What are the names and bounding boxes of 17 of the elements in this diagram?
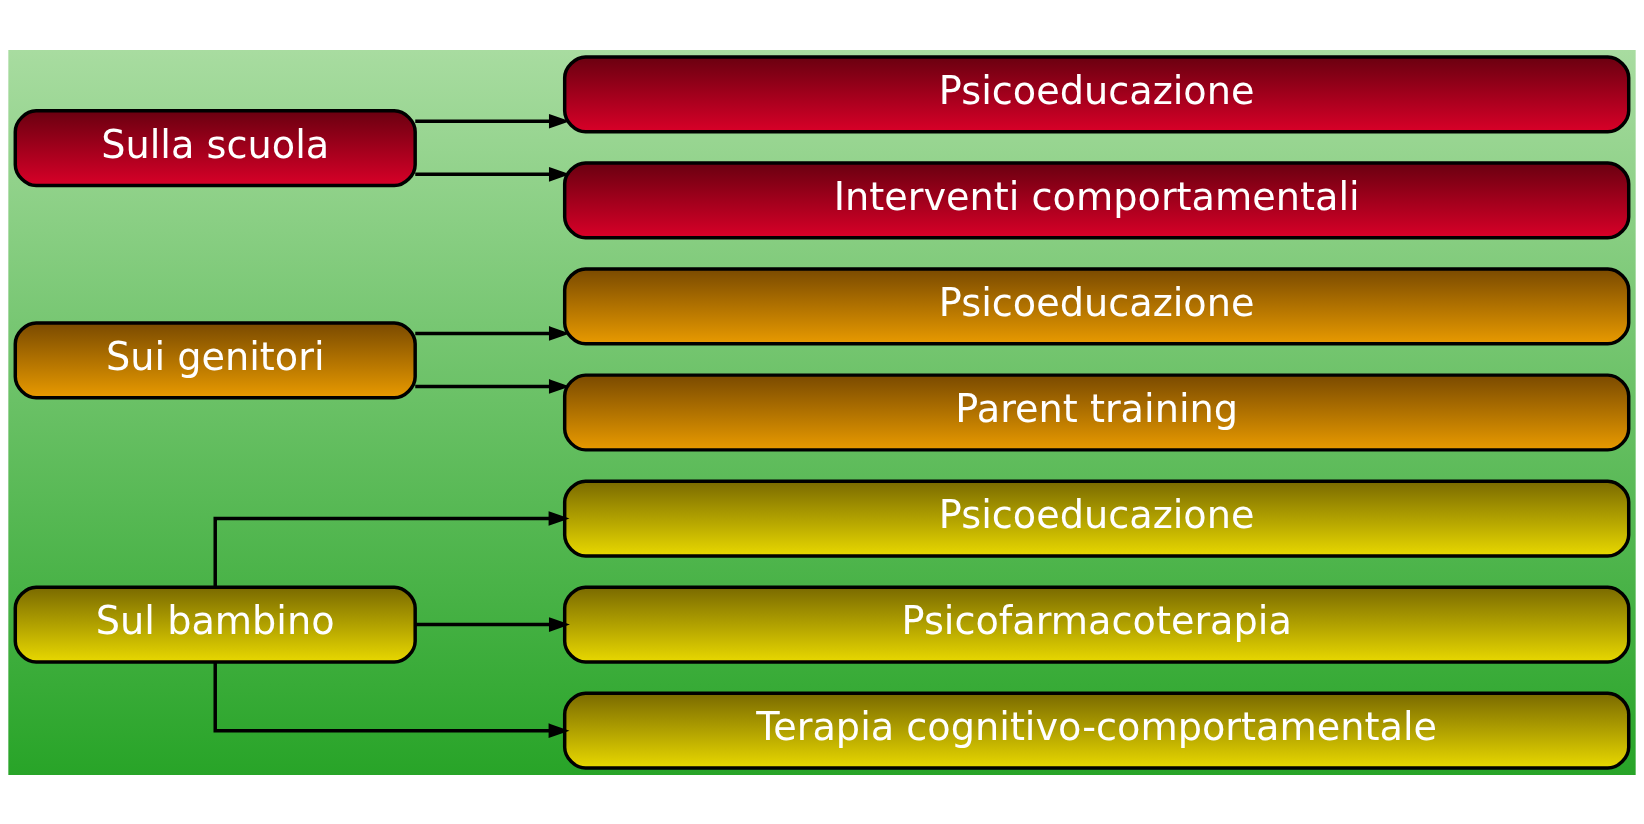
node-box: Sul bambino: [13, 585, 417, 664]
node-box: Psicoeducazione: [562, 266, 1631, 346]
node-box: Sui genitori: [13, 320, 417, 399]
node-box: Psicoeducazione: [562, 54, 1631, 133]
node-box: Interventi comportamentali: [562, 160, 1631, 239]
node-box: Parent training: [562, 372, 1631, 452]
arrow: [213, 510, 570, 587]
arrow: [415, 616, 570, 632]
arrow: [415, 325, 570, 341]
node-box: Terapia cognitivo-comportamentale: [562, 691, 1631, 770]
arrow: [415, 378, 570, 394]
node-box: Sulla scuola: [13, 108, 417, 187]
node-box: Psicofarmacoterapia: [562, 585, 1631, 664]
node-box: Psicoeducazione: [562, 478, 1631, 558]
arrow: [415, 166, 570, 182]
arrow: [415, 113, 570, 129]
arrow: [213, 661, 570, 738]
